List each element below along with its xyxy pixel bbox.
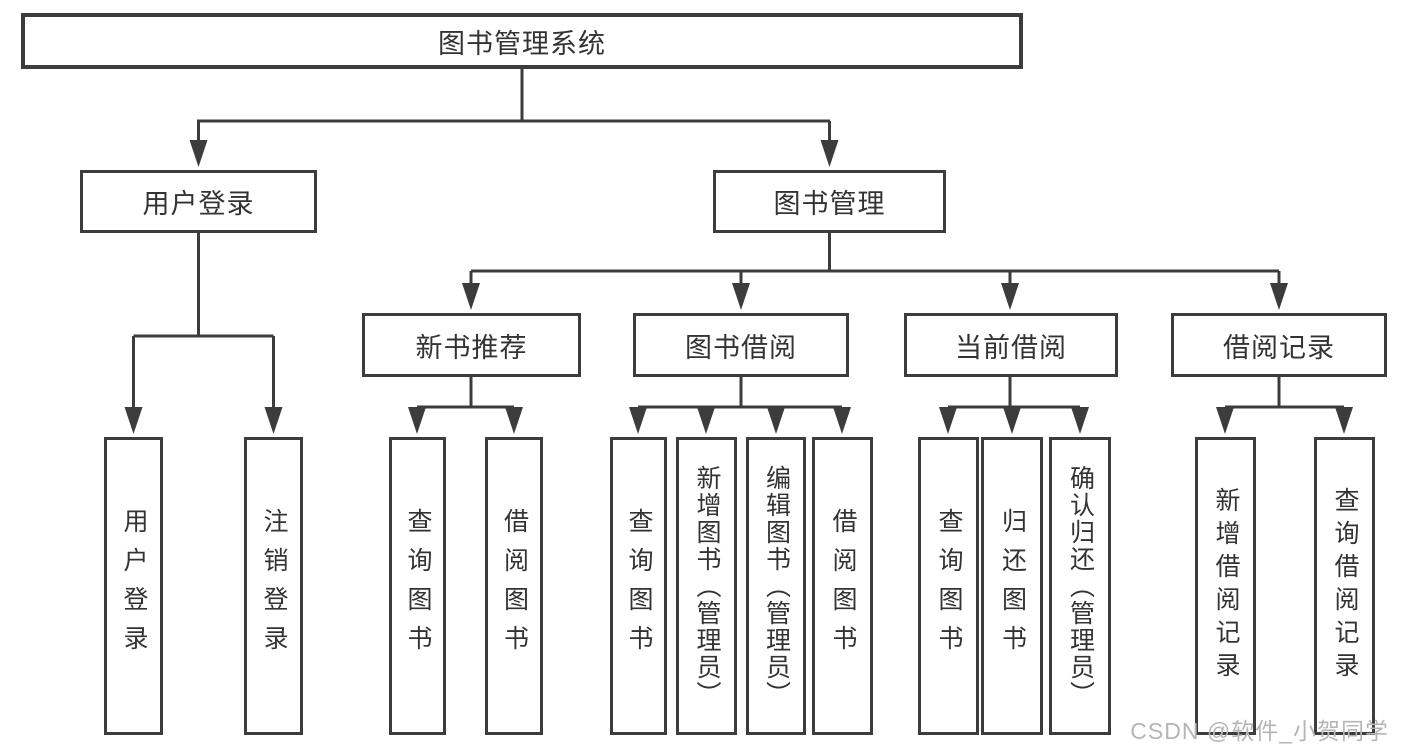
node-label: 用户登录: [120, 508, 148, 664]
connector-current-borrow-to-leaves: [946, 377, 1082, 414]
node-label: 确认归还（管理员）: [1066, 464, 1095, 708]
node-label: 新书推荐: [415, 332, 528, 363]
node-label: 借阅记录: [1223, 332, 1335, 363]
leaf-add-borrow-record: 新增借阅记录: [1195, 437, 1256, 735]
node-book-management: 图书管理: [713, 170, 946, 233]
node-label: 用户登录: [142, 189, 255, 219]
node-current-borrowing: 当前借阅: [904, 313, 1118, 377]
node-label: 查询图书: [935, 508, 963, 664]
leaf-borrow-books-new: 借阅图书: [485, 437, 543, 735]
node-label: 新增图书（管理员）: [693, 464, 721, 708]
leaf-edit-book-admin: 编辑图书（管理员）: [746, 437, 806, 735]
node-label: 归还图书: [998, 508, 1027, 664]
leaf-borrow-books: 借阅图书: [812, 437, 873, 735]
node-label: 查询借阅记录: [1331, 487, 1359, 685]
node-label: 新增借阅记录: [1212, 487, 1240, 685]
leaf-return-book: 归还图书: [981, 437, 1043, 735]
connector-borrow-records-to-leaves: [1223, 377, 1346, 414]
leaf-logout: 注销登录: [244, 437, 303, 735]
node-user-login: 用户登录: [80, 170, 317, 233]
node-new-book-recommendation: 新书推荐: [362, 313, 581, 377]
leaf-query-books-borrow: 查询图书: [610, 437, 667, 735]
node-book-borrowing: 图书借阅: [633, 313, 849, 377]
leaf-query-books-new: 查询图书: [389, 437, 446, 735]
node-label: 借阅图书: [500, 508, 529, 664]
node-label: 注销登录: [260, 508, 288, 664]
leaf-query-borrow-record: 查询借阅记录: [1314, 437, 1375, 735]
node-borrowing-records: 借阅记录: [1171, 313, 1387, 377]
connector-new-books-to-leaves: [415, 377, 516, 414]
node-label: 图书借阅: [685, 332, 797, 363]
connector-book-mgmt-to-level3: [469, 233, 1281, 290]
csdn-watermark: CSDN @软件_小贺同学: [1130, 718, 1389, 744]
connector-book-borrow-to-leaves: [636, 377, 844, 414]
connector-root-to-level2: [197, 69, 831, 147]
leaf-query-books-current: 查询图书: [918, 437, 979, 735]
node-label: 查询图书: [625, 508, 653, 664]
leaf-user-login: 用户登录: [104, 437, 163, 735]
node-library-management-system: 图书管理系统: [21, 13, 1023, 69]
connector-user-login-to-leaves: [132, 233, 275, 414]
node-label: 编辑图书（管理员）: [762, 464, 791, 708]
node-label: 图书管理系统: [438, 28, 606, 59]
leaf-add-book-admin: 新增图书（管理员）: [676, 437, 737, 735]
node-label: 借阅图书: [829, 508, 857, 664]
node-label: 查询图书: [404, 508, 432, 664]
node-label: 当前借阅: [955, 332, 1067, 363]
node-label: 图书管理: [773, 189, 886, 219]
leaf-confirm-return-admin: 确认归还（管理员）: [1049, 437, 1111, 735]
